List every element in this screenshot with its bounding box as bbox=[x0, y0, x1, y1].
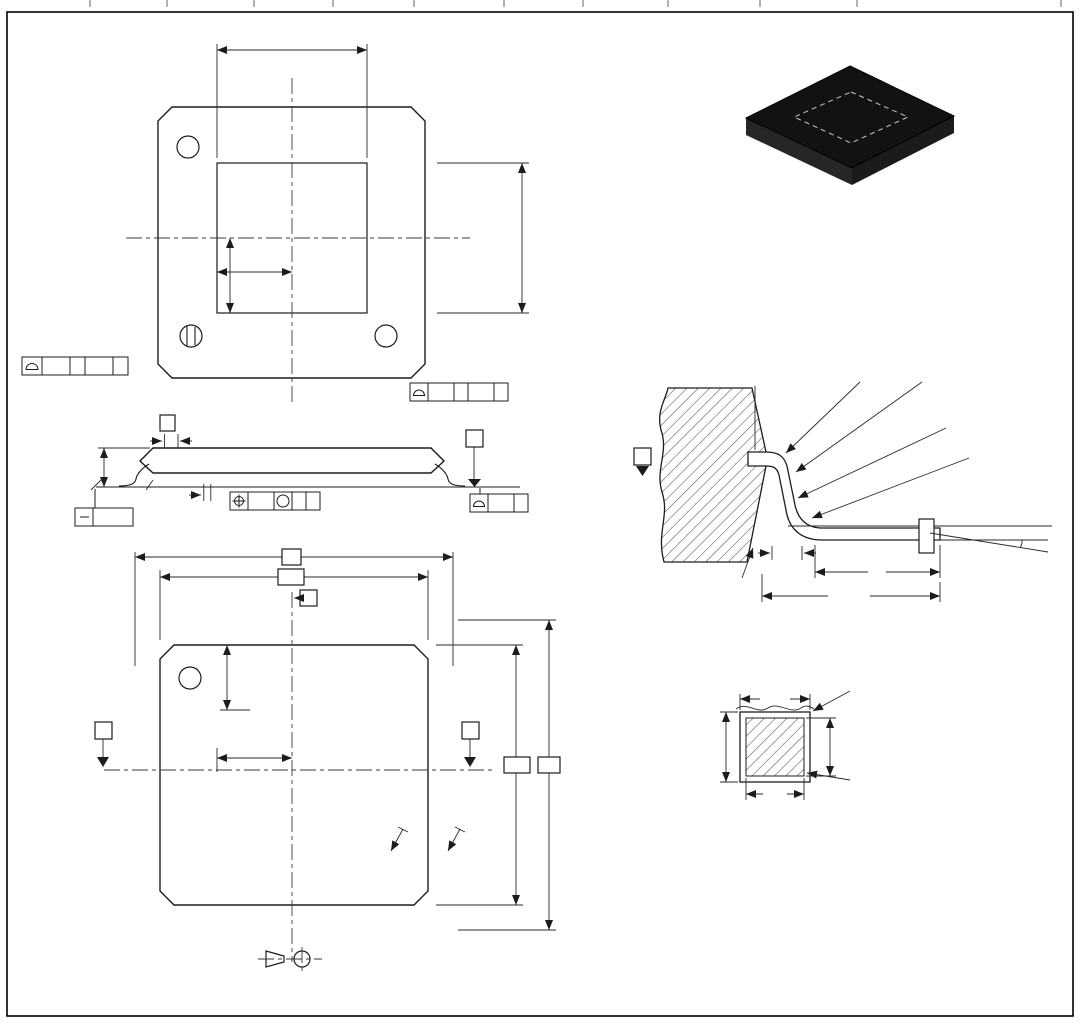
section-cut-arrow-2 bbox=[447, 826, 466, 852]
fcf-ddd bbox=[229, 491, 321, 511]
bottom-view bbox=[21, 44, 529, 402]
corner-dimple-bottom-right bbox=[374, 324, 398, 348]
profile-symbol-icon bbox=[412, 389, 426, 396]
chip-3d-view bbox=[744, 65, 956, 185]
fcf-bbb bbox=[409, 382, 509, 402]
side-view-body bbox=[138, 447, 446, 474]
corner-dimple-top-left bbox=[176, 135, 200, 159]
datum-a bbox=[94, 721, 113, 767]
pin1-dimple bbox=[178, 666, 202, 690]
section-bb bbox=[720, 690, 851, 800]
datum-c bbox=[465, 429, 484, 487]
projection-symbol-icon bbox=[258, 947, 322, 971]
fcf-ccc bbox=[469, 488, 529, 513]
flatness-frame bbox=[74, 489, 134, 527]
crop-artifact-ticks bbox=[89, 0, 1062, 7]
lead-section-base-metal bbox=[745, 717, 805, 777]
side-view-end-lead-right bbox=[434, 463, 466, 487]
mmc-symbol-icon bbox=[276, 494, 290, 508]
position-symbol-icon bbox=[232, 494, 246, 508]
chip-top-face bbox=[744, 65, 956, 169]
datum-d bbox=[294, 589, 318, 607]
fcf-aaa bbox=[21, 356, 129, 376]
profile-symbol-icon bbox=[25, 363, 39, 370]
pitch-box bbox=[159, 414, 176, 432]
side-view bbox=[74, 414, 529, 527]
chip-side-face-left bbox=[746, 118, 852, 185]
page-border bbox=[6, 11, 1074, 1017]
gauge-offset-box bbox=[918, 518, 935, 554]
break-line bbox=[735, 705, 815, 711]
pin1-index-dimple bbox=[179, 324, 203, 348]
top-view bbox=[94, 548, 561, 971]
chip-side-face-right bbox=[852, 116, 954, 185]
section-aa-lead bbox=[747, 451, 941, 541]
top-view-body bbox=[159, 644, 429, 906]
profile-symbol-icon bbox=[472, 500, 486, 507]
section-cut-arrow-1 bbox=[390, 826, 409, 852]
chip-top-dashed-outline bbox=[792, 91, 910, 144]
datum-h bbox=[633, 447, 652, 476]
datum-b bbox=[461, 721, 480, 767]
side-view-end-lead-left bbox=[118, 463, 150, 487]
section-aa bbox=[633, 381, 1052, 603]
section-aa-body bbox=[659, 387, 767, 563]
